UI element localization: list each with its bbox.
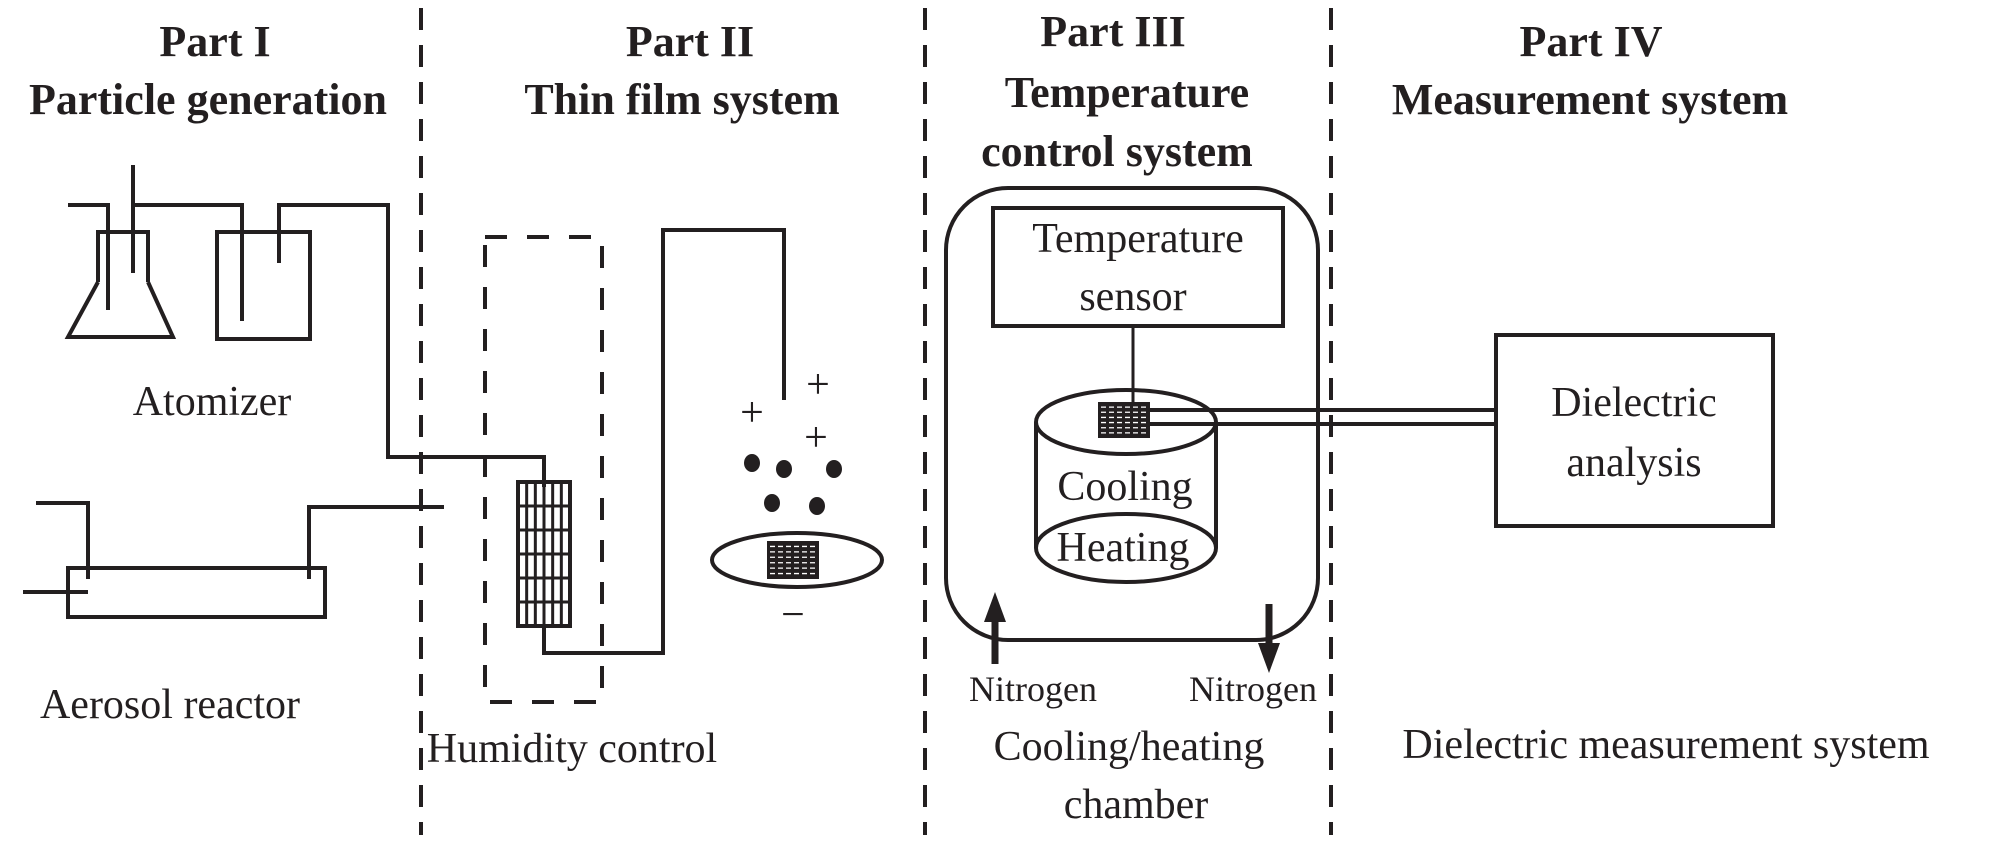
particle-dot-icon — [826, 460, 842, 478]
humidity-control-label: Humidity control — [427, 726, 717, 772]
plus-charge-icon: + — [804, 415, 828, 461]
nitrogen-inlet-label: Nitrogen — [969, 669, 1097, 709]
temperature-sensor-label-line1: Temperature — [1032, 216, 1244, 262]
plus-charge-icon: + — [740, 390, 764, 436]
dielectric-analysis-label-line1: Dielectric — [1551, 380, 1717, 426]
thin-film-chip-icon — [767, 541, 819, 579]
part2-title: Thin film system — [524, 75, 839, 124]
part3-title-line2: control system — [981, 127, 1253, 176]
particle-dot-icon — [764, 494, 780, 512]
heading-part3: Part III Temperature control system — [981, 7, 1253, 176]
aerosol-reactor-icon — [23, 501, 444, 619]
nitrogen-inlet-arrow-icon — [984, 592, 1006, 664]
cooling-label: Cooling — [1057, 464, 1192, 510]
particle-dot-icon — [809, 497, 825, 515]
chamber-label-line2: chamber — [1064, 782, 1209, 828]
part1-title: Particle generation — [29, 75, 387, 124]
temperature-sensor-label-line2: sensor — [1079, 274, 1186, 320]
chamber-label-line1: Cooling/heating — [994, 724, 1265, 770]
heading-part1: Part I Particle generation — [29, 17, 387, 124]
dielectric-analysis-box — [1494, 333, 1775, 528]
particle-dot-icon — [744, 454, 760, 472]
part3-title-line1: Temperature — [1005, 68, 1249, 117]
humidity-outlet-pipe — [542, 228, 786, 655]
humidifier-grid-icon — [516, 480, 572, 628]
particle-dot-icon — [776, 460, 792, 478]
temperature-sensor-box — [991, 206, 1285, 328]
heading-part2: Part II Thin film system — [524, 17, 839, 124]
substrate-plate-icon — [710, 531, 884, 589]
atomizer-bottle-icon — [133, 203, 546, 487]
nitrogen-outlet-label: Nitrogen — [1189, 669, 1317, 709]
nitrogen-outlet-arrow-icon — [1258, 604, 1280, 673]
part4-title: Measurement system — [1392, 75, 1788, 124]
part3-label: Part III — [1040, 7, 1185, 56]
heading-part4: Part IV Measurement system — [1392, 17, 1788, 124]
part2-label: Part II — [626, 17, 754, 66]
heating-label: Heating — [1057, 525, 1190, 571]
sample-chip-icon — [1098, 402, 1150, 438]
aerosol-reactor-label: Aerosol reactor — [40, 682, 300, 728]
atomizer-flask-icon — [64, 165, 177, 339]
dielectric-analysis-label-line2: analysis — [1566, 440, 1701, 486]
dielectric-system-label: Dielectric measurement system — [1402, 722, 1929, 768]
part4-label: Part IV — [1520, 17, 1663, 66]
minus-charge-icon: − — [781, 592, 805, 638]
deposition-region: + + + − — [710, 362, 884, 638]
atomizer-label: Atomizer — [133, 379, 292, 425]
part1-label: Part I — [159, 17, 270, 66]
cooling-heating-chamber — [944, 186, 1320, 642]
humidity-control-box — [483, 235, 604, 704]
plus-charge-icon: + — [806, 362, 830, 408]
